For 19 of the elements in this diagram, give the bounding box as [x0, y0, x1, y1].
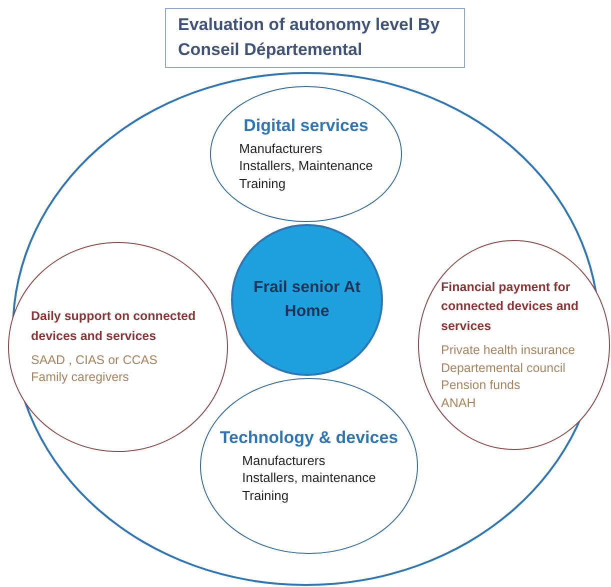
list-item: ANAH [441, 394, 476, 412]
list-item: Manufacturers [239, 140, 322, 158]
list-item: SAAD , CIAS or CCAS [31, 352, 158, 369]
list-item: Manufacturers [242, 452, 326, 470]
list-item: Training [242, 486, 289, 504]
heading-text: Financial payment for connected devices and services [441, 278, 580, 335]
list-item: Family caregivers [31, 369, 129, 386]
list-item: Installers, Maintenance [239, 157, 373, 175]
heading-text: Evaluation of autonomy level By Conseil Départemental [178, 14, 441, 61]
list-item: Departemental council [441, 360, 566, 377]
list-item: Installers, maintenance [242, 469, 376, 487]
list-item: Private health insurance [441, 342, 576, 360]
heading-text: Technology & devices [220, 428, 398, 448]
list-item: Training [239, 174, 286, 192]
heading-text: Frail senior At Home [253, 278, 361, 322]
heading-text: Digital services [244, 116, 368, 136]
list-item: Pension funds [441, 377, 520, 394]
heading-text: Daily support on connected devices and services [31, 308, 197, 344]
title-box [165, 8, 465, 68]
